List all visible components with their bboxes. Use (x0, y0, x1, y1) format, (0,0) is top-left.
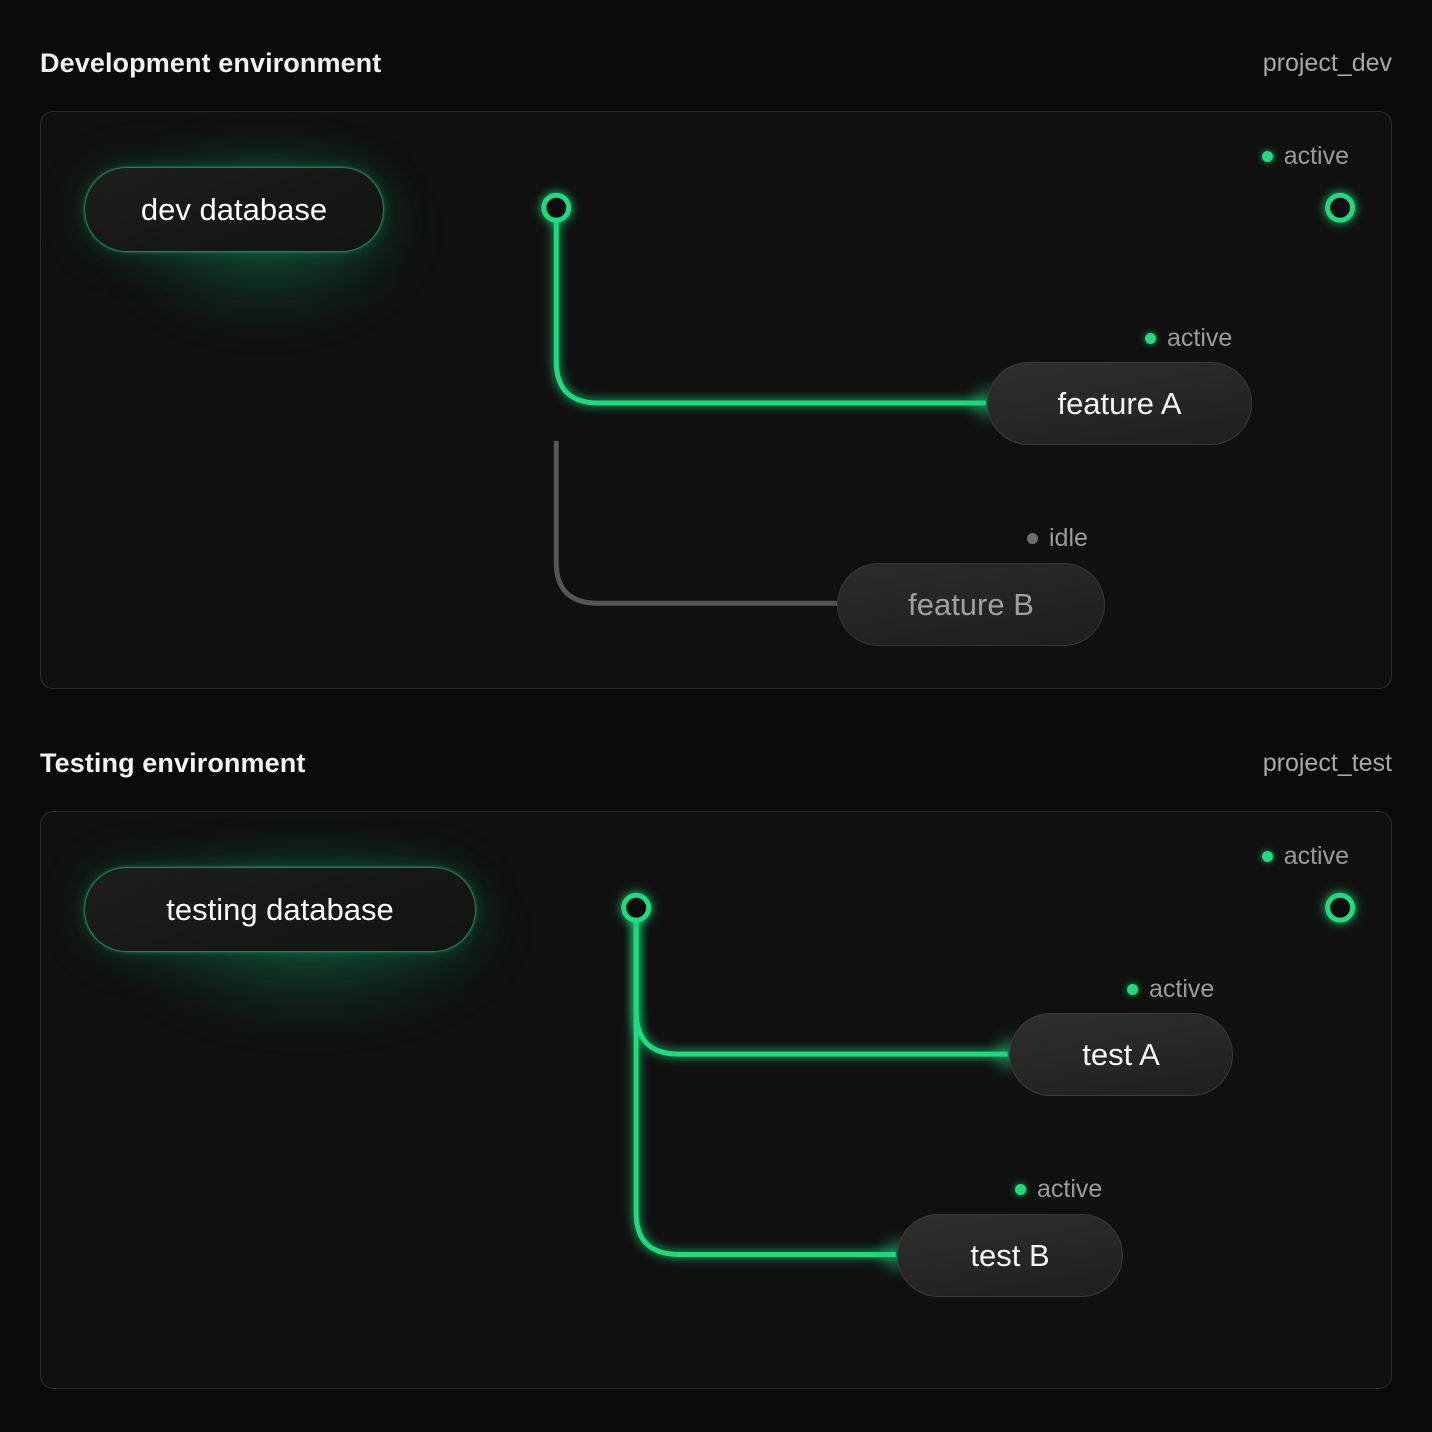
junction-node-test[interactable] (621, 892, 652, 923)
endpoint-node-dev[interactable] (1325, 192, 1356, 223)
node-label: test B (970, 1237, 1050, 1273)
edge-junction-to-test-b (633, 907, 896, 1257)
node-test-b[interactable]: test B (897, 1214, 1123, 1297)
status-dot-icon (1261, 851, 1273, 862)
node-label: dev database (140, 191, 328, 227)
edge-junction-to-feature-b (553, 440, 840, 606)
status-badge-feature-a: active (1145, 324, 1232, 353)
edge-junction-to-feature-a (553, 207, 986, 406)
page-title-development: Development environment (40, 47, 382, 78)
status-dot-icon (1145, 333, 1156, 344)
project-label-development: project_dev (1262, 48, 1392, 77)
status-badge-endpoint-test: active (1261, 842, 1349, 871)
status-dot-icon (1027, 533, 1038, 544)
node-testing-database[interactable]: testing database (84, 867, 476, 952)
edge-junction-to-test-a (633, 907, 1008, 1057)
panel-testing: active testing database active test A ac… (40, 811, 1392, 1389)
node-feature-b[interactable]: feature B (837, 563, 1105, 646)
node-test-a[interactable]: test A (1009, 1013, 1233, 1096)
status-dot-icon (1015, 1184, 1026, 1195)
status-label: active (1149, 975, 1215, 1003)
node-feature-a[interactable]: feature A (987, 362, 1252, 445)
panel-development: active dev database active feature A idl… (40, 111, 1392, 689)
status-dot-icon (1127, 984, 1138, 995)
node-label: test A (1082, 1036, 1160, 1072)
node-label: testing database (166, 891, 394, 927)
section-testing: Testing environment project_test (40, 740, 1392, 1389)
status-dot-icon (1261, 151, 1273, 162)
project-label-testing: project_test (1262, 748, 1392, 777)
junction-node-dev[interactable] (541, 192, 572, 223)
status-label: active (1283, 842, 1349, 870)
status-label: active (1037, 1175, 1103, 1203)
status-badge-test-b: active (1015, 1175, 1102, 1204)
status-label: active (1167, 324, 1233, 352)
endpoint-node-test[interactable] (1325, 892, 1356, 923)
status-label: active (1283, 142, 1349, 170)
node-label: feature B (908, 586, 1034, 622)
page-title-testing: Testing environment (40, 747, 306, 778)
section-header-testing: Testing environment project_test (40, 740, 1392, 786)
status-badge-endpoint-dev: active (1261, 142, 1349, 171)
section-header-development: Development environment project_dev (40, 40, 1392, 86)
section-development: Development environment project_dev (40, 40, 1392, 689)
status-badge-feature-b: idle (1027, 524, 1088, 553)
status-badge-test-a: active (1127, 975, 1214, 1004)
status-label: idle (1049, 524, 1088, 552)
node-dev-database[interactable]: dev database (84, 167, 384, 252)
node-label: feature A (1057, 385, 1182, 421)
